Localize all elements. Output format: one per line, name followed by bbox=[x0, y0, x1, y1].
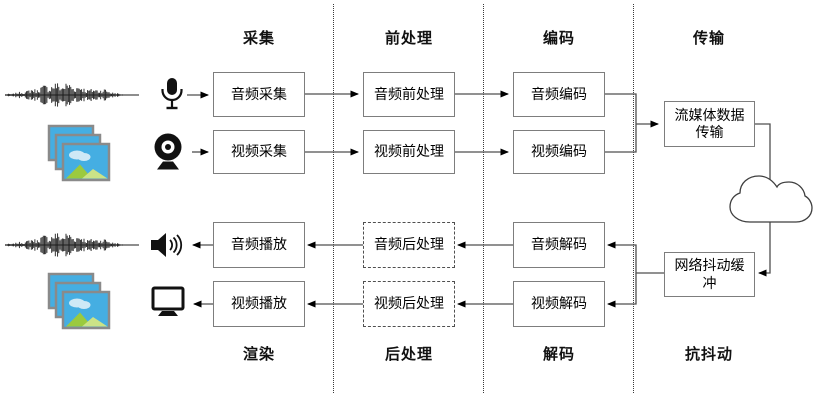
stage-label-antijitter: 抗抖动 bbox=[684, 346, 733, 363]
stage-header-preprocess: 前处理 bbox=[384, 30, 433, 47]
stage-label-decode: 解码 bbox=[542, 346, 575, 363]
microphone-icon bbox=[161, 78, 183, 110]
video-encode-node: 视频编码 bbox=[513, 130, 605, 174]
webcam-icon bbox=[154, 133, 182, 170]
jitter-buffer-node: 网络抖动缓 冲 bbox=[664, 252, 755, 297]
audio-preprocess-node: 音频前处理 bbox=[363, 72, 455, 117]
photo-front bbox=[61, 142, 111, 182]
column-divider bbox=[333, 4, 334, 393]
column-divider bbox=[483, 4, 484, 393]
audio-play-node: 音频播放 bbox=[213, 222, 305, 268]
waveform-icon bbox=[5, 83, 139, 107]
stage-header-capture: 采集 bbox=[242, 30, 275, 47]
stage-label-render: 渲染 bbox=[242, 346, 275, 363]
video-preprocess-node: 视频前处理 bbox=[363, 130, 455, 174]
photo-stack-icon bbox=[47, 272, 111, 330]
flow-arrow bbox=[607, 273, 637, 308]
stage-label-postprocess: 后处理 bbox=[384, 346, 433, 363]
photo-stack-icon bbox=[47, 124, 111, 182]
monitor-icon bbox=[151, 286, 185, 316]
video-capture-node: 视频采集 bbox=[213, 130, 305, 174]
video-postprocess-node: 视频后处理 bbox=[363, 281, 455, 327]
stage-header-transmit: 传输 bbox=[692, 30, 725, 47]
flow-line bbox=[605, 93, 637, 153]
speaker-icon bbox=[151, 233, 183, 257]
stream-transmit-node: 流媒体数据 传输 bbox=[664, 101, 755, 147]
waveform-icon bbox=[5, 233, 139, 257]
audio-encode-node: 音频编码 bbox=[513, 72, 605, 117]
flow-arrow bbox=[755, 123, 771, 277]
audio-capture-node: 音频采集 bbox=[213, 72, 305, 117]
stage-header-encode: 编码 bbox=[542, 30, 575, 47]
video-decode-node: 视频解码 bbox=[513, 281, 605, 327]
audio-postprocess-node: 音频后处理 bbox=[363, 222, 455, 268]
video-play-node: 视频播放 bbox=[213, 281, 305, 327]
flow-arrow bbox=[607, 241, 664, 274]
column-divider bbox=[633, 4, 634, 393]
cloud-network-icon bbox=[729, 175, 813, 223]
audio-decode-node: 音频解码 bbox=[513, 222, 605, 268]
photo-front bbox=[61, 290, 111, 330]
